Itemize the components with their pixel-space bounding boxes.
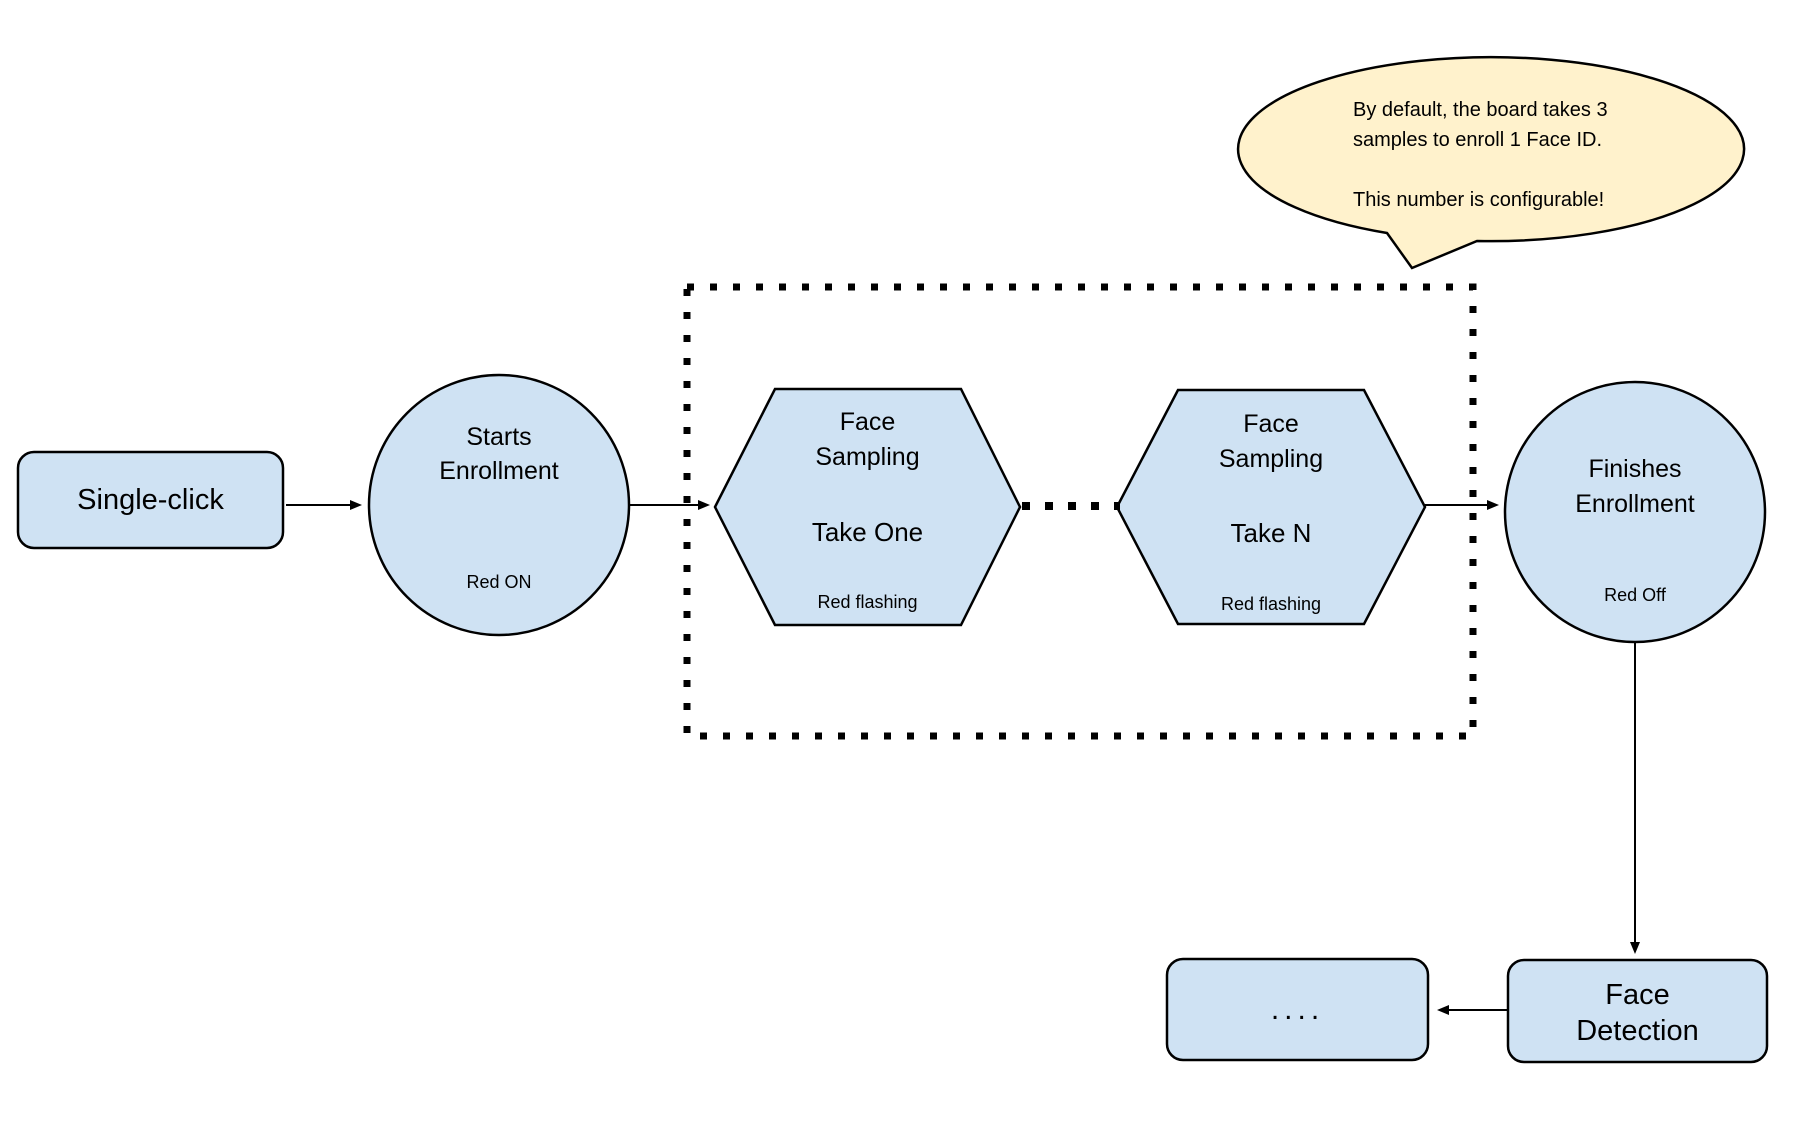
callout-bubble [1236, 55, 1746, 270]
finishes-enrollment-node [1503, 380, 1767, 644]
sampling-loop-boundary [683, 283, 1477, 740]
continuation-node [1165, 957, 1430, 1062]
face-detection-node [1506, 958, 1769, 1064]
single-click-node [16, 450, 285, 550]
starts-enrollment-node [367, 373, 631, 637]
face-sampling-n-node [1115, 388, 1427, 626]
face-sampling-one-node [713, 387, 1022, 627]
